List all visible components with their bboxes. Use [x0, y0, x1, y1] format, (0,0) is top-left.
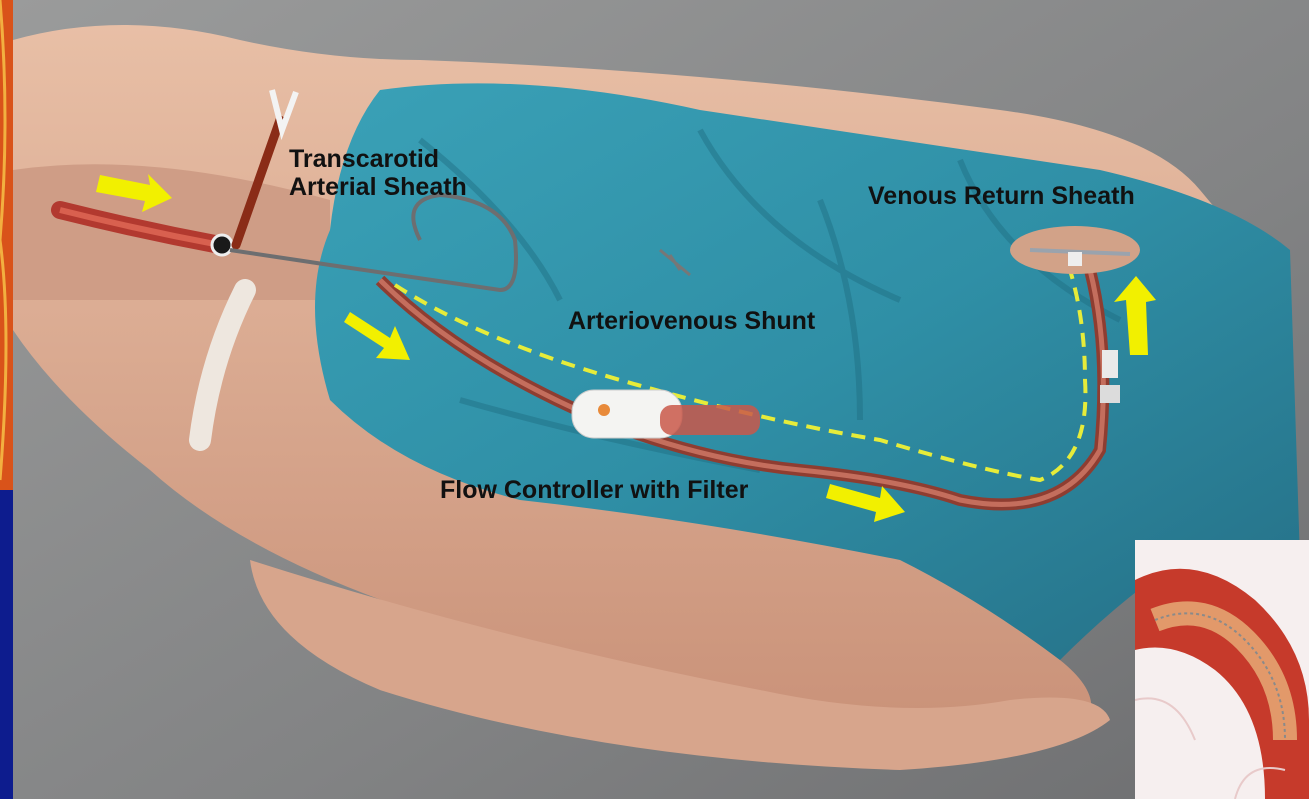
venous-return-sheath-label: Venous Return Sheath [868, 182, 1135, 210]
flow-controller-label: Flow Controller with Filter [440, 476, 748, 504]
stent-inset-icon [1135, 540, 1309, 799]
arteriovenous-shunt-label: Arteriovenous Shunt [568, 307, 815, 335]
transcarotid-sheath-label: Transcarotid Arterial Sheath [289, 145, 467, 201]
